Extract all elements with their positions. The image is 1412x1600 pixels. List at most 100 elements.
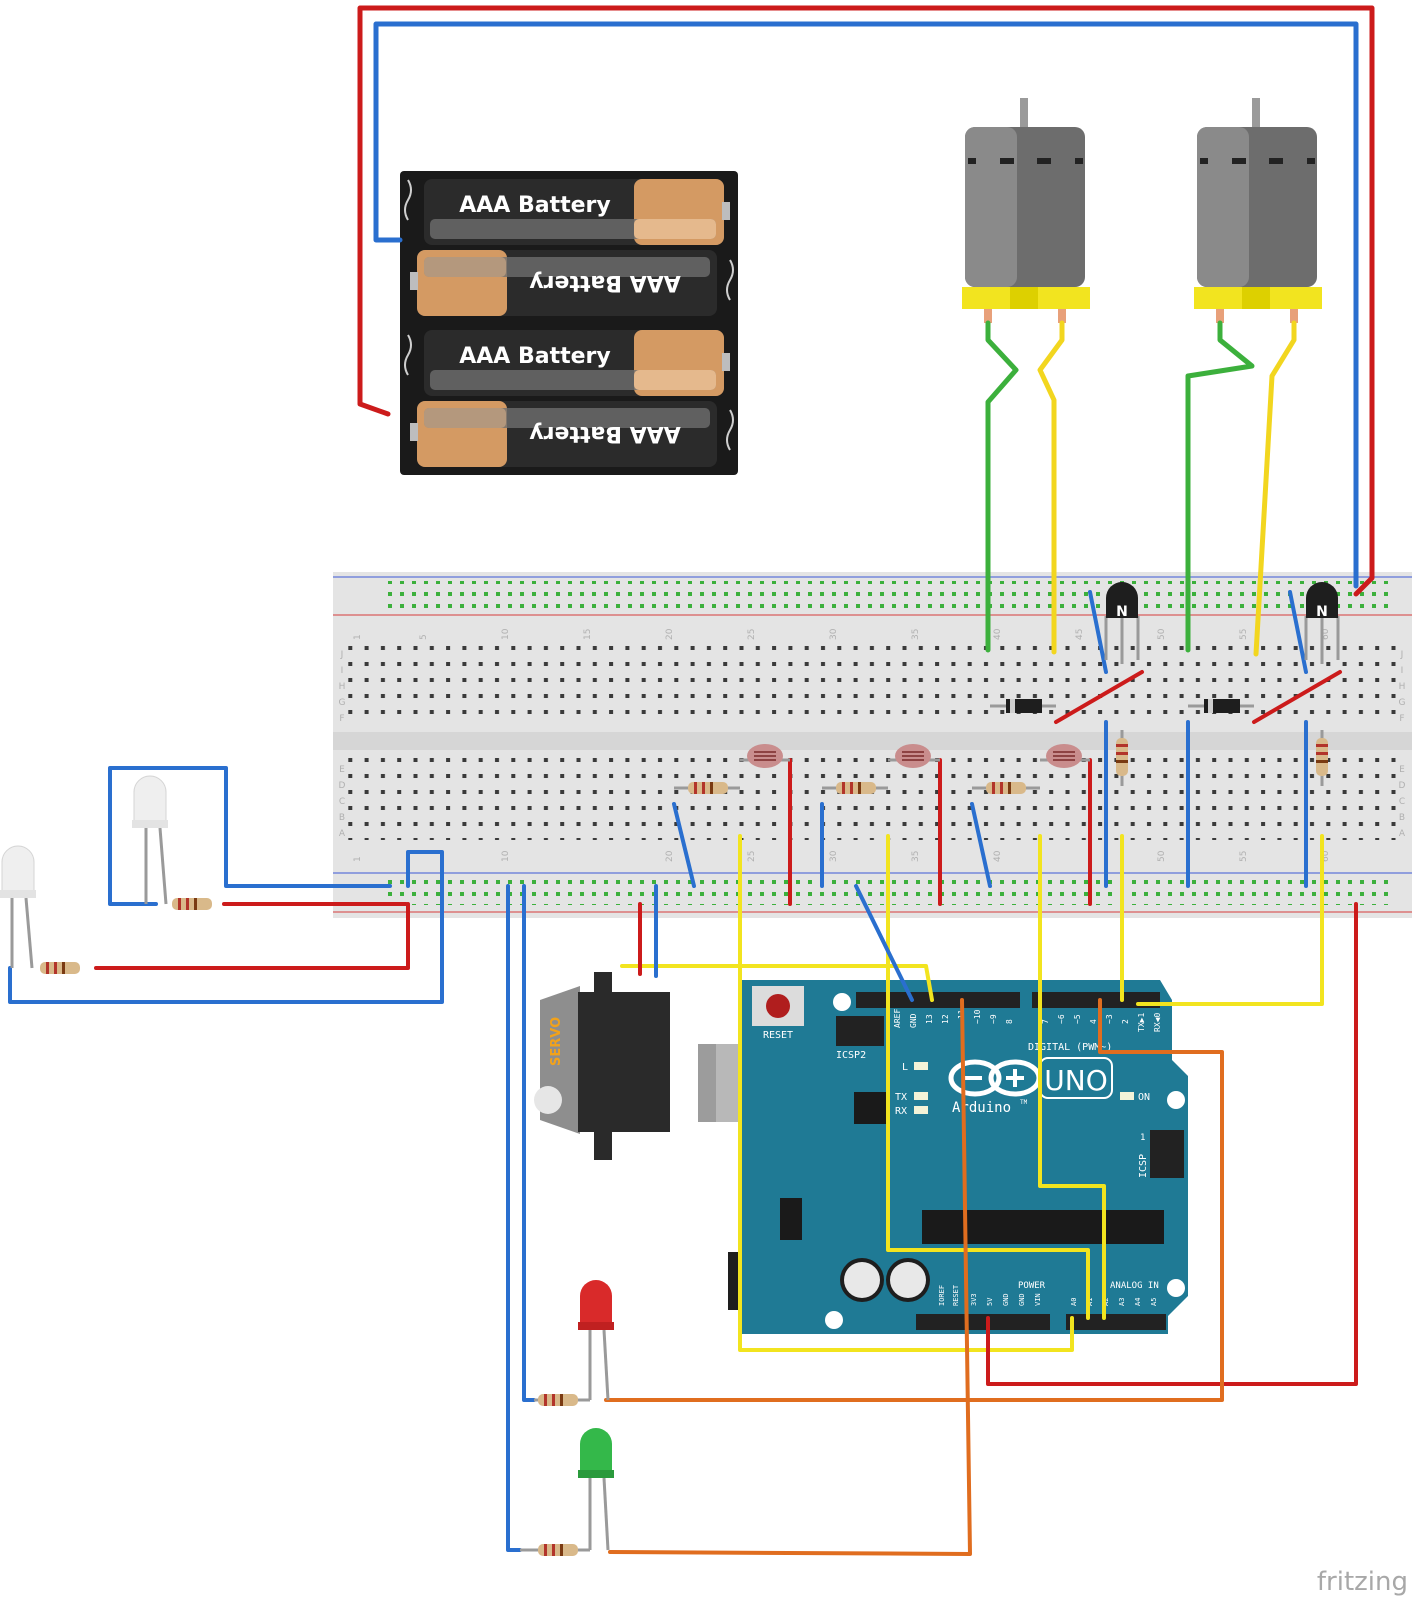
svg-text:2: 2 xyxy=(1121,1019,1130,1024)
dc-motor-right xyxy=(1194,98,1322,323)
arduino-tm: TM xyxy=(1020,1099,1028,1106)
photoresistor-2 xyxy=(888,744,940,768)
transistor-1-label: N xyxy=(1116,604,1128,620)
svg-text:RESET: RESET xyxy=(952,1284,960,1306)
analog-header xyxy=(1066,1314,1166,1330)
servo-label: SERVO xyxy=(549,1017,564,1066)
power-header xyxy=(916,1314,1050,1330)
svg-text:55: 55 xyxy=(1239,629,1249,640)
svg-text:D: D xyxy=(1399,781,1406,791)
usb-chip xyxy=(854,1092,886,1124)
battery-cell-4: AAA Battery xyxy=(410,401,717,467)
led-rx xyxy=(914,1106,928,1114)
servo-motor: SERVO xyxy=(534,972,670,1160)
photoresistor-1 xyxy=(740,744,790,768)
svg-text:12: 12 xyxy=(941,1014,950,1024)
svg-text:~5: ~5 xyxy=(1073,1014,1082,1024)
regulator xyxy=(780,1198,802,1240)
svg-text:3V3: 3V3 xyxy=(970,1293,978,1306)
atmega-chip xyxy=(922,1210,1164,1244)
svg-text:A4: A4 xyxy=(1134,1298,1142,1306)
svg-text:A3: A3 xyxy=(1118,1298,1126,1306)
svg-text:5: 5 xyxy=(419,634,429,640)
icsp2-header xyxy=(836,1016,884,1046)
led-white-2 xyxy=(0,845,36,969)
svg-text:D: D xyxy=(339,781,346,791)
uno-model: UNO xyxy=(1044,1064,1107,1097)
svg-text:60: 60 xyxy=(1321,628,1331,640)
photoresistor-3 xyxy=(1040,744,1090,768)
svg-text:I: I xyxy=(341,666,344,676)
svg-text:7: 7 xyxy=(1041,1019,1050,1024)
top-power-rail xyxy=(385,581,1390,609)
battery-cell-2: AAA Battery xyxy=(410,250,717,316)
wire-motor2-green xyxy=(1185,320,1255,653)
svg-text:B: B xyxy=(339,813,345,823)
svg-text:45: 45 xyxy=(1075,629,1085,640)
svg-text:50: 50 xyxy=(1157,628,1167,640)
svg-text:J: J xyxy=(1400,650,1404,660)
resistor-led-red xyxy=(534,1394,590,1406)
led-white-1 xyxy=(132,775,168,905)
svg-text:A: A xyxy=(339,829,346,839)
terminal-strip-bottom xyxy=(348,758,1398,840)
icsp-pin1-label: 1 xyxy=(1140,1133,1145,1143)
arduino-brand: Arduino xyxy=(952,1100,1011,1116)
breadboard: J I H G F E D C B A J I H G F E D C B A … xyxy=(333,572,1412,918)
battery-cell-3: AAA Battery xyxy=(424,330,730,396)
svg-text:60: 60 xyxy=(1321,850,1331,862)
svg-text:30: 30 xyxy=(829,628,839,640)
svg-text:C: C xyxy=(1399,797,1405,807)
svg-text:15: 15 xyxy=(583,629,593,640)
transistor-2: N xyxy=(1304,582,1340,664)
svg-text:RX◀0: RX◀0 xyxy=(1153,1013,1162,1032)
svg-text:40: 40 xyxy=(993,628,1003,640)
svg-text:13: 13 xyxy=(925,1014,934,1024)
digital-header-left xyxy=(856,992,1020,1008)
svg-text:E: E xyxy=(339,765,345,775)
svg-text:35: 35 xyxy=(911,629,921,640)
diode-2 xyxy=(1188,699,1254,713)
icsp-label: ICSP xyxy=(1138,1154,1149,1178)
digital-header-right xyxy=(1032,992,1160,1008)
column-numbers-bottom: 1 10 20 25 30 35 40 50 55 60 xyxy=(353,850,1331,862)
led-green xyxy=(578,1428,614,1551)
svg-text:1: 1 xyxy=(353,856,363,862)
terminal-strip-top xyxy=(348,643,1398,725)
svg-text:20: 20 xyxy=(665,628,675,640)
svg-text:8: 8 xyxy=(1005,1019,1014,1024)
wire-motor2-yellow xyxy=(1253,320,1297,657)
arduino-uno: RESET ICSP2 AREF GND 13 12 ~11 ~10 ~9 8 … xyxy=(698,980,1188,1334)
svg-text:GND: GND xyxy=(1018,1293,1026,1306)
svg-text:G: G xyxy=(339,698,346,708)
svg-text:I: I xyxy=(1401,666,1404,676)
svg-text:25: 25 xyxy=(747,629,757,640)
svg-text:TX▶1: TX▶1 xyxy=(1137,1013,1146,1032)
svg-text:A0: A0 xyxy=(1070,1298,1078,1306)
resistor-transistor-1 xyxy=(1116,730,1128,786)
resistor-ldr-2 xyxy=(822,782,888,794)
led-tx-label: TX xyxy=(895,1092,907,1103)
svg-text:B: B xyxy=(1399,813,1405,823)
analog-label: ANALOG IN xyxy=(1110,1281,1159,1291)
svg-text:30: 30 xyxy=(829,850,839,862)
transistor-1: N xyxy=(1104,582,1140,664)
svg-text:~10: ~10 xyxy=(973,1009,982,1024)
wires xyxy=(8,5,1375,1556)
svg-text:20: 20 xyxy=(665,850,675,862)
battery-label-4: AAA Battery xyxy=(529,421,681,446)
resistor-ldr-3 xyxy=(972,782,1040,794)
fritzing-watermark: fritzing xyxy=(1317,1567,1408,1597)
svg-text:~6: ~6 xyxy=(1057,1014,1066,1024)
svg-text:C: C xyxy=(339,797,345,807)
svg-text:5V: 5V xyxy=(986,1297,994,1306)
svg-text:10: 10 xyxy=(501,850,511,862)
svg-text:J: J xyxy=(340,650,344,660)
svg-text:A: A xyxy=(1399,829,1406,839)
svg-text:40: 40 xyxy=(993,850,1003,862)
svg-text:25: 25 xyxy=(747,851,757,862)
digital-label: DIGITAL (PWM~) xyxy=(1028,1042,1112,1053)
diode-1 xyxy=(990,699,1056,713)
led-l-label: L xyxy=(902,1062,908,1073)
